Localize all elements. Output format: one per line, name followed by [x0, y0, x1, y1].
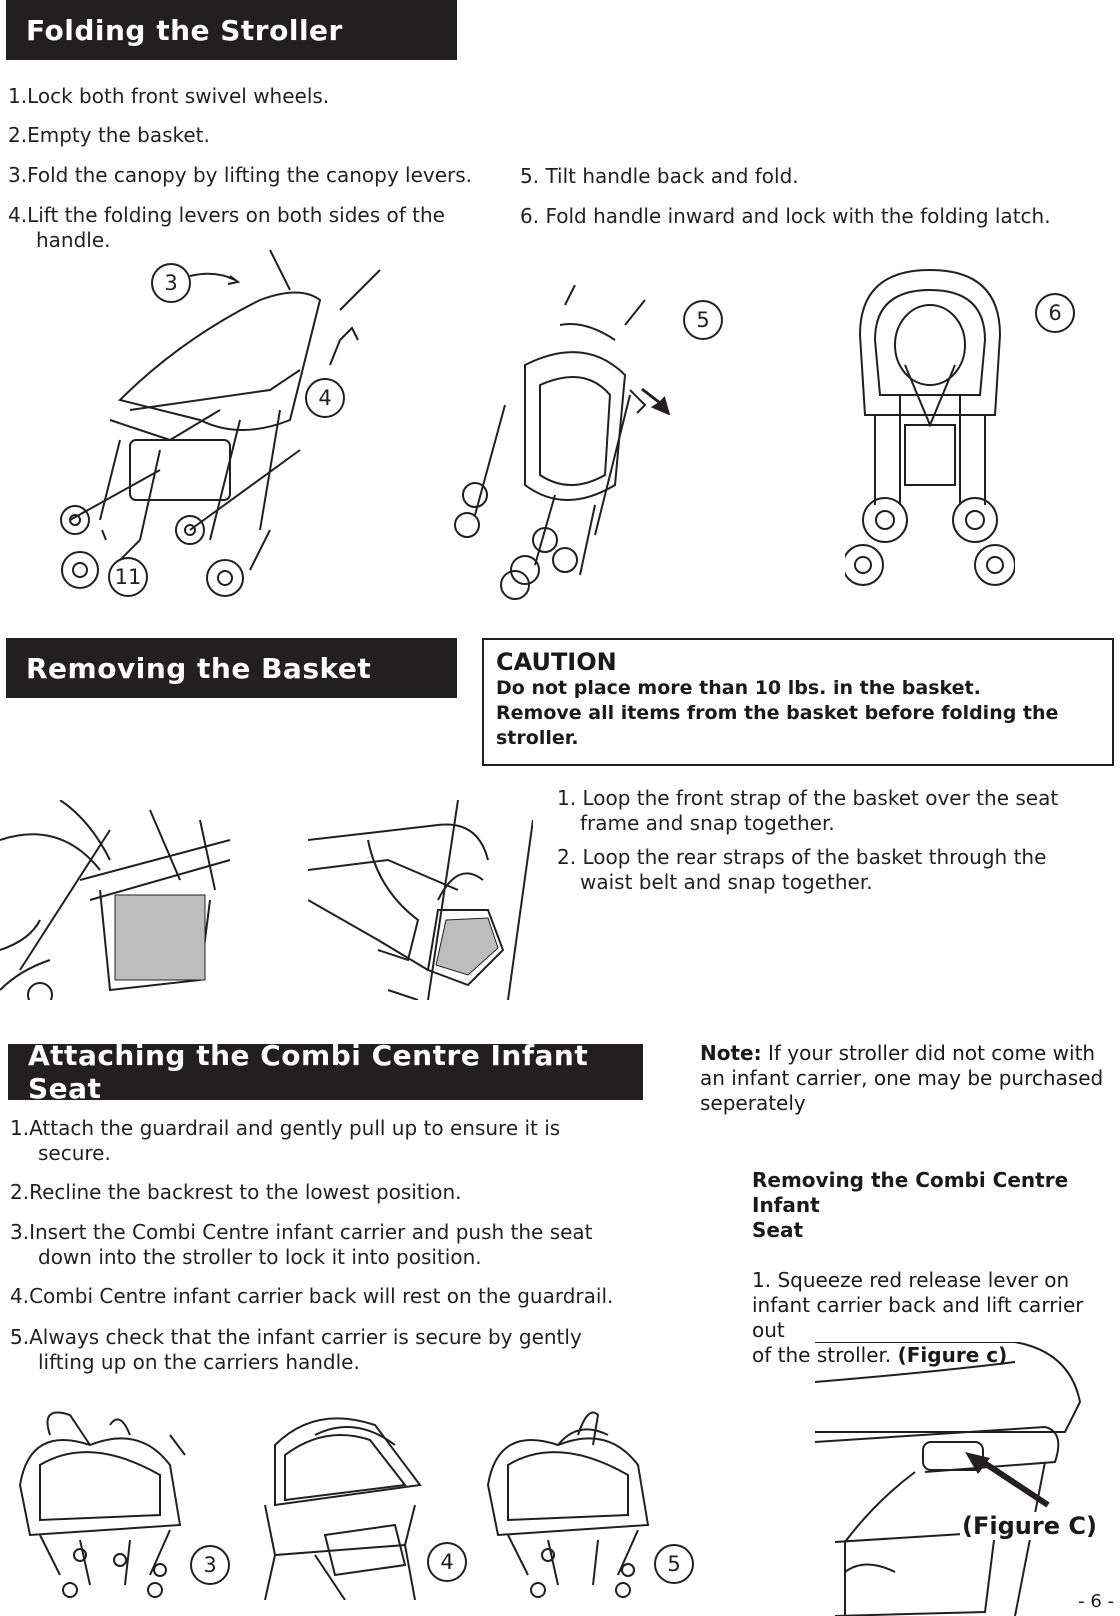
section-title-infant-seat: Attaching the Combi Centre Infant Seat [8, 1039, 643, 1105]
callout-4: 4 [305, 378, 345, 418]
step-text: Empty the basket. [27, 123, 210, 147]
infant-step-3: 3.Insert the Combi Centre infant carrier… [10, 1220, 593, 1270]
stroller-folded-illustration [845, 265, 1015, 600]
step-text: Attach the guardrail and gently pull up … [29, 1116, 561, 1140]
step-text-continued: down into the stroller to lock it into p… [38, 1245, 482, 1269]
folding-step-2: 2.Empty the basket. [8, 123, 210, 148]
infant-step-5: 5.Always check that the infant carrier i… [10, 1325, 582, 1375]
caution-title: CAUTION [496, 648, 617, 676]
caution-line: Remove all items from the basket before … [496, 702, 1059, 724]
step-text: Combi Centre infant carrier back will re… [29, 1284, 614, 1308]
stroller-fold-illustration [40, 240, 400, 600]
infant-seat-illustration-3 [10, 1405, 200, 1600]
step-text: Fold handle inward and lock with the fol… [545, 204, 1051, 228]
arrow-icon [640, 385, 670, 415]
step-text: Lock both front swivel wheels. [27, 84, 330, 108]
arrow-icon [960, 1450, 1050, 1510]
step-text-continued: handle. [36, 228, 111, 252]
removing-title: Removing the Combi Centre Infant [752, 1168, 1069, 1217]
step-text-continued: waist belt and snap together. [580, 870, 873, 894]
step-text: Fold the canopy by lifting the canopy le… [27, 163, 473, 187]
callout-3: 3 [190, 1545, 230, 1585]
note-text-line3: seperately [700, 1091, 806, 1115]
step-text: 1. Loop the front strap of the basket ov… [557, 786, 1059, 810]
folding-step-6: 6. Fold handle inward and lock with the … [520, 204, 1051, 229]
step-text: Lift the folding levers on both sides of… [27, 203, 445, 227]
figure-reference: Figure c [906, 1343, 999, 1367]
basket-rear-strap-illustration [308, 800, 533, 1000]
section-title-basket: Removing the Basket [6, 638, 457, 698]
basket-step-2: 2. Loop the rear straps of the basket th… [557, 845, 1046, 895]
step-text: Recline the backrest to the lowest posit… [29, 1180, 462, 1204]
infant-step-4: 4.Combi Centre infant carrier back will … [10, 1284, 613, 1309]
infant-seat-illustration-4 [255, 1405, 425, 1600]
callout-5: 5 [654, 1544, 694, 1584]
step-number: 2. [8, 123, 28, 147]
caution-box: CAUTION Do not place more than 10 lbs. i… [482, 638, 1114, 766]
folding-step-4: 4.Lift the folding levers on both sides … [8, 203, 445, 253]
note-label: Note: [700, 1041, 762, 1065]
callout-4: 4 [427, 1542, 467, 1582]
step-number: 3. [10, 1220, 30, 1244]
page-number: - 6 - [1078, 1591, 1114, 1612]
removing-infant-seat: Removing the Combi Centre Infant Seat 1.… [752, 1168, 1117, 1368]
caution-line: Do not place more than 10 lbs. in the ba… [496, 677, 981, 699]
folding-step-5: 5. Tilt handle back and fold. [520, 164, 799, 189]
step-number: 3. [8, 163, 28, 187]
callout-3: 3 [151, 263, 191, 303]
step-number: 2. [10, 1180, 30, 1204]
stroller-tilt-illustration [445, 285, 690, 605]
removing-step-line3: of the stroller. (Figure c) [752, 1343, 1008, 1367]
step-text-continued: lifting up on the carriers handle. [38, 1350, 360, 1374]
infant-step-2: 2.Recline the backrest to the lowest pos… [10, 1180, 462, 1205]
folding-step-3: 3.Fold the canopy by lifting the canopy … [8, 163, 472, 188]
figure-c-illustration [815, 1342, 1085, 1616]
removing-step-line2: infant carrier back and lift carrier out [752, 1293, 1084, 1342]
section-title-folding: Folding the Stroller [6, 0, 457, 60]
removing-title-line2: Seat [752, 1218, 804, 1242]
callout-5: 5 [683, 300, 723, 340]
step-number: 1. [10, 1116, 30, 1140]
step-text: Tilt handle back and fold. [545, 164, 799, 188]
step-text-continued: frame and snap together. [580, 811, 835, 835]
infant-seat-illustration-5 [478, 1405, 653, 1600]
step-number: 5. [10, 1325, 30, 1349]
infant-step-1: 1.Attach the guardrail and gently pull u… [10, 1116, 560, 1166]
note-text: If your stroller did not come with [761, 1041, 1096, 1065]
step-text: 2. Loop the rear straps of the basket th… [557, 845, 1047, 869]
note-text-line2: an infant carrier, one may be purchased [700, 1066, 1104, 1090]
caution-line: stroller. [496, 727, 579, 749]
step-number: 1. [8, 84, 28, 108]
step-number: 4. [8, 203, 28, 227]
step-text: Insert the Combi Centre infant carrier a… [29, 1220, 593, 1244]
folding-step-1: 1.Lock both front swivel wheels. [8, 84, 329, 109]
basket-step-1: 1. Loop the front strap of the basket ov… [557, 786, 1058, 836]
step-text-continued: secure. [38, 1141, 111, 1165]
step-number: 5. [520, 164, 540, 188]
figure-c-label: (Figure C) [960, 1512, 1099, 1540]
callout-6: 6 [1035, 293, 1075, 333]
step-text: Always check that the infant carrier is … [29, 1325, 582, 1349]
removing-step: 1. Squeeze red release lever on [752, 1268, 1070, 1292]
infant-note: Note: If your stroller did not come with… [700, 1041, 1103, 1116]
step-number: 6. [520, 204, 540, 228]
basket-front-strap-illustration [0, 800, 232, 1000]
callout-11: 11 [108, 557, 148, 597]
step-number: 4. [10, 1284, 30, 1308]
